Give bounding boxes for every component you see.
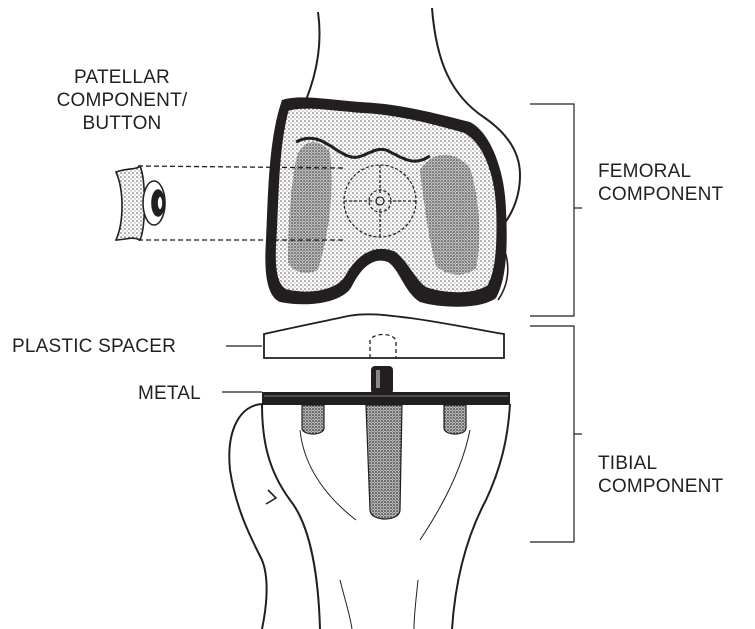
- femur-left-outline: [306, 12, 320, 100]
- tibia-right-outline: [452, 404, 510, 629]
- patellar-label: PATELLAR COMPONENT/ BUTTON: [52, 66, 192, 135]
- metal-tray-right-peg: [444, 405, 466, 434]
- femoral-label-line-2: COMPONENT: [598, 183, 723, 206]
- patellar-button: [116, 166, 165, 240]
- plastic-spacer-label: PLASTIC SPACER: [12, 335, 176, 358]
- tibia-texture-3: [340, 580, 352, 629]
- patellar-button-body: [116, 166, 145, 240]
- plastic-spacer: [264, 314, 504, 358]
- patellar-button-peg-core: [157, 196, 163, 210]
- femoral-component: [265, 97, 506, 306]
- femoral-bracket: [530, 104, 574, 316]
- metal-tray-post-highlight: [376, 370, 380, 388]
- fibula-outline: [229, 404, 266, 629]
- fibula-notch: [266, 490, 276, 504]
- tibial-label: TIBIAL COMPONENT: [598, 452, 723, 498]
- tibial-bracket: [530, 326, 574, 542]
- plastic-spacer-body: [264, 314, 504, 358]
- tibia-texture-4: [414, 580, 418, 629]
- tibial-label-line-1: TIBIAL: [598, 452, 723, 475]
- tibia-left-outline: [262, 404, 320, 629]
- femoral-label: FEMORAL COMPONENT: [598, 160, 723, 206]
- metal-label: METAL: [138, 382, 201, 405]
- patellar-label-line-3: BUTTON: [52, 112, 192, 135]
- metal-tray-left-peg: [302, 405, 324, 434]
- patellar-label-line-1: PATELLAR: [52, 66, 192, 89]
- metal-tray-stem: [366, 405, 402, 519]
- tibia-texture-1: [300, 430, 356, 520]
- metal-tray-locking-post: [371, 366, 393, 394]
- tibial-label-line-2: COMPONENT: [598, 475, 723, 498]
- femoral-label-line-1: FEMORAL: [598, 160, 723, 183]
- patellar-label-line-2: COMPONENT/: [52, 89, 192, 112]
- tibia-texture-2: [420, 430, 470, 540]
- metal-tibial-tray: [262, 366, 510, 519]
